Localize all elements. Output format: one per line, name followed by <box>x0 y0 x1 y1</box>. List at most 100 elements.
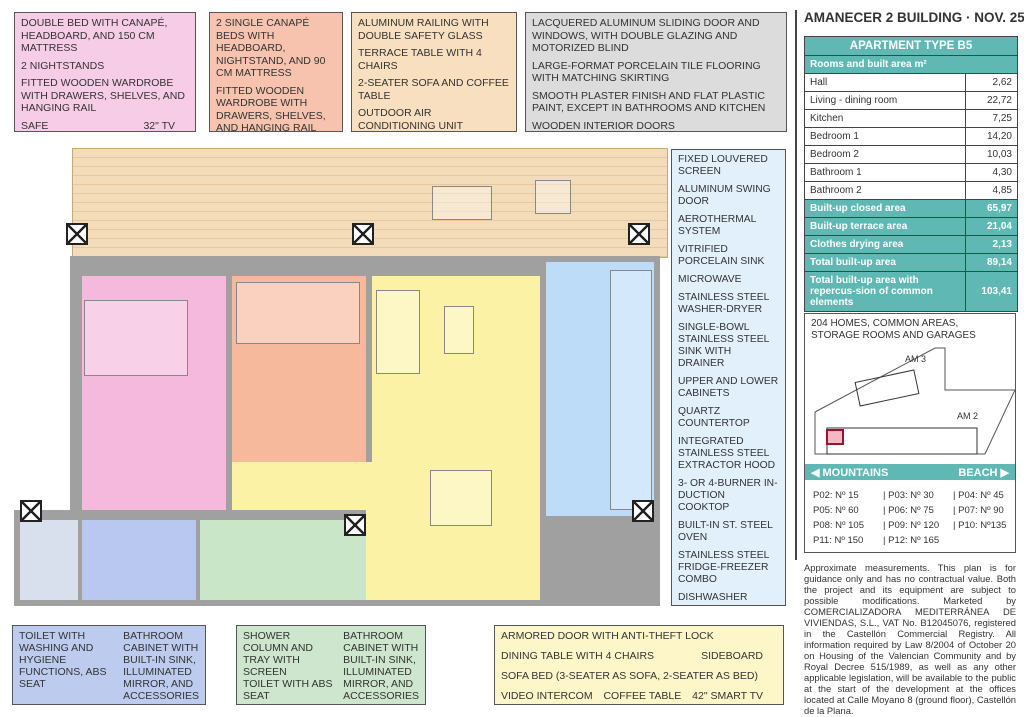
orientation-bar: ◀ MOUNTAINS BEACH ▶ <box>805 464 1015 480</box>
pillar-icon <box>628 223 650 245</box>
legend-item: 2-SEATER SOFA AND COFFEE TABLE <box>358 77 509 102</box>
room-name: Bedroom 1 <box>804 127 966 146</box>
site-title: 204 HOMES, COMMON AREAS, STORAGE ROOMS A… <box>811 318 976 341</box>
legend-item: 32" TV <box>143 119 175 132</box>
legend-item: OUTDOOR AIR CONDITIONING UNIT <box>358 107 463 132</box>
legend-item: LARGE-FORMAT PORCELAIN TILE FLOORING WIT… <box>532 59 761 85</box>
floor-entry: P08: Nº 105 <box>813 520 865 531</box>
room-area: 4,85 <box>965 181 1018 200</box>
am2-label: AM 2 <box>957 411 979 421</box>
legend-item: WOODEN INTERIOR DOORS <box>532 119 675 132</box>
floor-entry: P02: Nº 15 <box>813 490 859 501</box>
room-name: Clothes drying area <box>804 235 966 254</box>
legend-item: FITTED WOODEN WARDROBE WITH DRAWERS, SHE… <box>21 77 185 114</box>
coffee-table <box>444 306 474 354</box>
bathroom-1 <box>82 520 196 600</box>
legend-item: 3- OR 4-BURNER IN-DUCTION COOKTOP <box>678 478 778 513</box>
legend-item: TERRACE TABLE WITH 4 CHAIRS <box>358 47 482 72</box>
bathroom2-legend: SHOWER COLUMN AND TRAY WITH SCREEN TOILE… <box>236 625 426 705</box>
legend-item: DINING TABLE WITH 4 CHAIRS <box>501 650 655 662</box>
floor-entry: | P03: Nº 30 <box>883 490 934 501</box>
pillar-icon <box>20 500 42 522</box>
room-area: 21,04 <box>965 217 1018 236</box>
floor-entry <box>953 535 1009 546</box>
legend-item: BATHROOM CABINET WITH BUILT-IN SINK, ILL… <box>343 630 419 702</box>
floor-entry: | P07: Nº 90 <box>953 505 1004 516</box>
legend-item: VIDEO INTERCOM <box>501 690 593 702</box>
table-row: Total built-up area with repercus-sion o… <box>804 271 1018 312</box>
legend-item: QUARTZ COUNTERTOP <box>678 406 750 429</box>
shower-1 <box>20 520 78 600</box>
room-name: Built-up terrace area <box>804 217 966 236</box>
site-plan: 204 HOMES, COMMON AREAS, STORAGE ROOMS A… <box>804 313 1016 553</box>
disclaimer: Approximate measurements. This plan is f… <box>804 562 1016 716</box>
mountains-label: ◀ MOUNTAINS <box>811 466 888 479</box>
legend-item: SOFA BED (3-SEATER AS SOFA, 2-SEATER AS … <box>501 670 758 682</box>
table-subtitle: Rooms and built area m² <box>804 55 1018 74</box>
room-name: Bedroom 2 <box>804 145 966 164</box>
room-area: 4,30 <box>965 163 1018 182</box>
room-area: 2,13 <box>965 235 1018 254</box>
legend-item: TOILET WITH WASHING AND HYGIENE FUNCTION… <box>19 630 107 690</box>
floor-entry: | P06: Nº 75 <box>883 505 934 516</box>
floor-entry: | P09: Nº 120 <box>883 520 940 531</box>
legend-item: FITTED WOODEN WARDROBE WITH DRAWERS, SHE… <box>216 84 326 135</box>
living-lower <box>366 510 386 600</box>
room-area: 89,14 <box>965 253 1018 272</box>
legend-item: 42" SMART TV <box>692 690 763 702</box>
floor-entry: | P12: Nº 165 <box>883 535 940 546</box>
bedroom-1 <box>82 276 226 510</box>
room-name: Kitchen <box>804 109 966 128</box>
divider <box>795 10 797 560</box>
legend-item: BUILT-IN ST. STEEL OVEN <box>678 520 773 543</box>
area-table: APARTMENT TYPE B5 Rooms and built area m… <box>804 36 1018 312</box>
legend-item: SAFE <box>21 119 49 132</box>
pillar-icon <box>352 223 374 245</box>
arrow-right-icon: ▶ <box>997 466 1009 479</box>
legend-item: FIXED LOUVERED SCREEN <box>678 154 768 177</box>
terrace-legend: ALUMINUM RAILING WITH DOUBLE SAFETY GLAS… <box>351 12 517 132</box>
room-area: 103,41 <box>965 271 1018 312</box>
terrace <box>72 148 668 258</box>
room-name: Bathroom 2 <box>804 181 966 200</box>
bedroom1-legend: DOUBLE BED WITH CANAPÉ, HEADBOARD, AND 1… <box>14 12 196 132</box>
bathroom-2 <box>200 520 366 600</box>
legend-item: SIDEBOARD <box>701 650 763 662</box>
hall <box>232 462 372 510</box>
kitchen <box>546 262 654 516</box>
sofa <box>376 290 420 374</box>
terrace-table <box>432 186 492 220</box>
legend-item: INTEGRATED STAINLESS STEEL EXTRACTOR HOO… <box>678 436 776 471</box>
kitchen-counter <box>610 270 652 510</box>
legend-item: BATHROOM CABINET WITH BUILT-IN SINK, ILL… <box>123 630 199 702</box>
floor-entry: P11: Nº 150 <box>813 535 864 546</box>
arrow-left-icon: ◀ <box>811 466 823 479</box>
general-legend: LACQUERED ALUMINUM SLIDING DOOR AND WIND… <box>525 12 787 132</box>
room-area: 65,97 <box>965 199 1018 218</box>
legend-item: SMOOTH PLASTER FINISH AND FLAT PLASTIC P… <box>532 89 766 115</box>
room-area: 2,62 <box>965 73 1018 92</box>
room-name: Built-up closed area <box>804 199 966 218</box>
legend-item: SHOWER COLUMN AND TRAY WITH SCREEN <box>243 630 314 678</box>
legend-item: UPPER AND LOWER CABINETS <box>678 376 779 399</box>
room-area: 14,20 <box>965 127 1018 146</box>
legend-item: ALUMINUM SWING DOOR <box>678 184 771 207</box>
legend-item: TOILET WITH ABS SEAT <box>243 678 333 702</box>
title-text: AMANECER 2 BUILDING · NOV. 25 <box>804 10 1024 25</box>
dining-table <box>430 470 492 526</box>
floor-entry: | P10: Nº135 <box>953 520 1007 531</box>
room-area: 22,72 <box>965 91 1018 110</box>
living-legend: ARMORED DOOR WITH ANTI-THEFT LOCK DINING… <box>494 625 784 705</box>
legend-item: LACQUERED ALUMINUM SLIDING DOOR AND WIND… <box>532 17 760 54</box>
room-name: Total built-up area with repercus-sion o… <box>804 271 966 312</box>
legend-item: AEROTHERMAL SYSTEM <box>678 214 757 237</box>
